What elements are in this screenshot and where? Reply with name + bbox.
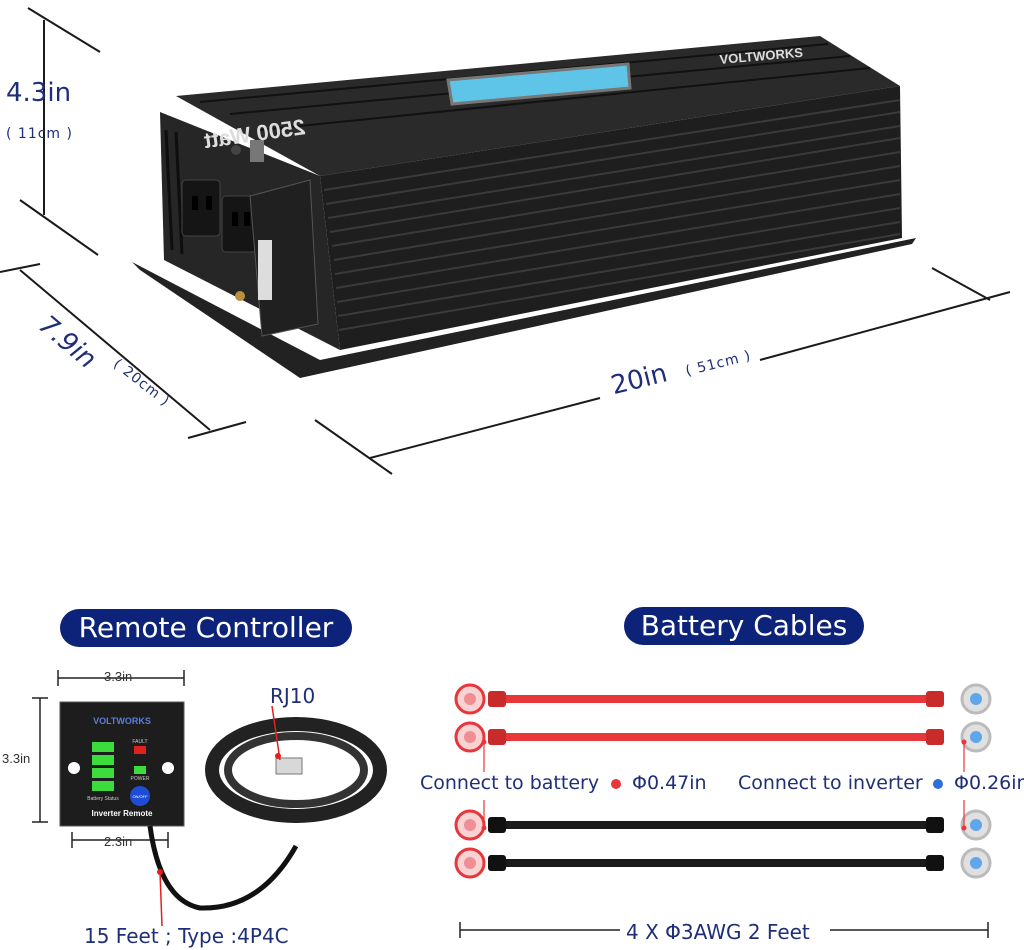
cables-title: Battery Cables — [624, 607, 864, 645]
remote-panel — [59, 701, 185, 827]
remote-inner-width-label: 2.3in — [104, 834, 133, 849]
fault-label: FAULT — [132, 739, 147, 745]
black-cable — [454, 847, 992, 879]
remote-illustration: VOLTWORKS FAULT POWER Battery Status ON/… — [32, 670, 387, 927]
inverter-connect-label: Connect to inverter — [738, 772, 923, 794]
panel-name: Inverter Remote — [92, 809, 153, 818]
black-cable — [454, 809, 992, 841]
inverter-body: 2500 Watt VOLTWORKS — [132, 36, 916, 378]
red-cable — [454, 721, 992, 753]
height-metric: ( 11cm ) — [6, 126, 73, 142]
power-button-icon — [130, 786, 150, 806]
inverter-size-label: Φ0.26in — [954, 772, 1024, 794]
rj10-label: RJ10 — [270, 684, 316, 708]
height-label: 4.3in — [6, 78, 72, 108]
remote-width-label: 3.3in — [104, 669, 133, 684]
power-label: POWER — [131, 776, 150, 782]
brand-text: VOLTWORKS — [719, 45, 804, 67]
battery-dot-icon — [611, 779, 621, 789]
inverter-dot-icon — [933, 779, 943, 789]
battery-size-label: Φ0.47in — [632, 772, 707, 794]
remote-height-label: 3.3in — [2, 751, 31, 766]
battery-status-label: Battery Status — [87, 796, 119, 802]
rj10-connector — [275, 757, 303, 775]
cables-illustration — [454, 683, 992, 938]
battery-connect-label: Connect to battery — [420, 772, 600, 794]
cable-spec-label: 4 X Φ3AWG 2 Feet — [626, 920, 810, 944]
cable-type-label: 15 Feet ; Type :4P4C — [84, 924, 289, 948]
onoff-label: ON/OFF — [132, 794, 148, 799]
remote-title: Remote Controller — [60, 609, 352, 647]
red-cable — [454, 683, 992, 715]
panel-brand: VOLTWORKS — [93, 716, 151, 726]
dimension-lines — [0, 7, 1011, 475]
inverter-illustration: 2500 Watt VOLTWORKS — [0, 7, 1011, 475]
